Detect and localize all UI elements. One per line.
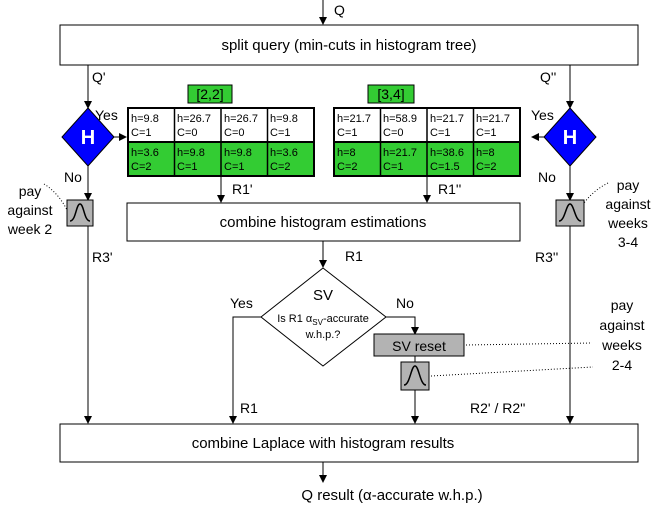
grid2-top-c-3: C=1 xyxy=(430,127,451,139)
grid1-top-c-1: C=1 xyxy=(131,127,152,139)
combine-histogram-label: combine histogram estimations xyxy=(220,214,427,231)
split-query-box xyxy=(59,24,639,66)
combine-laplace-label: combine Laplace with histogram results xyxy=(192,435,455,452)
sv-no-label: No xyxy=(396,295,414,311)
left-diamond-label: H xyxy=(81,127,95,149)
right-laplace-icon xyxy=(558,203,582,222)
grid2-bot-h-3: h=38.6 xyxy=(430,147,464,159)
sv-pay-line-4: 2-4 xyxy=(612,357,632,373)
grid1-top-h-4: h=9.8 xyxy=(270,113,298,125)
input-label: Q xyxy=(334,2,345,18)
grid1-header-badge xyxy=(187,84,233,104)
grid2-result-label: R1'' xyxy=(438,181,461,197)
grid1-bot-h-1: h=3.6 xyxy=(131,147,159,159)
grid1-top-h-2: h=26.7 xyxy=(177,113,211,125)
sv-pay-line-3: weeks xyxy=(601,337,642,353)
sv-reset-label: SV reset xyxy=(392,338,446,354)
sv-laplace-icon xyxy=(403,365,427,386)
grid1-bot-c-2: C=1 xyxy=(177,161,198,173)
grid2-top-c-4: C=1 xyxy=(476,127,497,139)
sv-question-line1: Is R1 αSV-accurate xyxy=(277,313,369,327)
sv-reset-pay-connector xyxy=(465,342,593,346)
grid1-bot-c-4: C=2 xyxy=(270,161,291,173)
left-laplace-icon xyxy=(69,203,91,222)
bottom-r1-label: R1 xyxy=(240,400,258,416)
grid1-result-label: R1' xyxy=(232,181,253,197)
combine-histogram-box xyxy=(126,202,521,242)
sv-laplace-pay-connector xyxy=(430,366,594,377)
left-result-label: R3' xyxy=(92,249,113,265)
right-diamond-label: H xyxy=(563,127,577,149)
right-no-label: No xyxy=(538,169,556,185)
grid2-bot-h-4: h=8 xyxy=(476,147,495,159)
output-label: Q result (α-accurate w.h.p.) xyxy=(301,487,482,504)
left-yes-label: Yes xyxy=(95,107,118,123)
right-result-label: R3'' xyxy=(535,249,558,265)
grid2-bot-c-3: C=1.5 xyxy=(430,161,460,173)
grid2-bot-c-2: C=1 xyxy=(383,161,404,173)
left-pay-line-3: week 2 xyxy=(7,221,53,237)
right-yes-label: Yes xyxy=(531,107,554,123)
sv-yes-path xyxy=(229,316,261,424)
grid2-top-c-2: C=0 xyxy=(383,127,404,139)
right-pay-line-1: pay xyxy=(617,177,640,193)
grid2-top-c-1: C=1 xyxy=(337,127,358,139)
grid1-top-c-2: C=0 xyxy=(177,127,198,139)
grid1-bot-c-1: C=2 xyxy=(131,161,152,173)
grid2-top-h-4: h=21.7 xyxy=(476,113,510,125)
split-query-label: split query (min-cuts in histogram tree) xyxy=(221,37,476,54)
grid2-bot-h-2: h=21.7 xyxy=(383,147,417,159)
right-pay-connector xyxy=(583,182,609,204)
grid2-header-badge xyxy=(367,84,415,104)
sv-no-path xyxy=(386,316,419,335)
grid1-header: [2,2] xyxy=(196,86,223,102)
sv-pay-line-2: against xyxy=(599,317,644,333)
grid2-top-h-1: h=21.7 xyxy=(337,113,371,125)
left-pay-line-2: against xyxy=(7,202,52,218)
grid1-bot-h-2: h=9.8 xyxy=(177,147,205,159)
sv-title: SV xyxy=(313,287,333,304)
right-query-label: Q'' xyxy=(540,69,556,85)
sv-pay-line-1: pay xyxy=(611,297,634,313)
left-no-label: No xyxy=(64,169,82,185)
grid2-bot-c-4: C=2 xyxy=(476,161,497,173)
grid1-top-c-4: C=1 xyxy=(270,127,291,139)
grid1-top-h-1: h=9.8 xyxy=(131,113,159,125)
grid1-top-h-3: h=26.7 xyxy=(224,113,258,125)
right-pay-line-2: against xyxy=(605,196,650,212)
grid1-bot-c-3: C=1 xyxy=(224,161,245,173)
grid1-bot-h-3: h=9.8 xyxy=(224,147,252,159)
left-pay-line-1: pay xyxy=(19,183,42,199)
sv-decision-diamond xyxy=(260,267,387,367)
sv-question-line2: w.h.p.? xyxy=(305,329,341,341)
sv-yes-label: Yes xyxy=(230,295,253,311)
sv-reset-box xyxy=(373,333,465,357)
grid2-bot-c-1: C=2 xyxy=(337,161,358,173)
grid2-cells xyxy=(333,107,521,177)
left-query-label: Q' xyxy=(92,69,106,85)
grid2-bot-h-1: h=8 xyxy=(337,147,356,159)
right-pay-line-4: 3-4 xyxy=(618,234,638,250)
combine-histogram-out-label: R1 xyxy=(345,248,363,264)
grid2-header: [3,4] xyxy=(377,86,404,102)
grid2-top-h-3: h=21.7 xyxy=(430,113,464,125)
grid1-bot-h-4: h=3.6 xyxy=(270,147,298,159)
right-pay-line-3: weeks xyxy=(607,215,648,231)
combine-laplace-box xyxy=(59,423,639,463)
bottom-r2-label: R2' / R2'' xyxy=(470,400,525,416)
grid1-top-c-3: C=0 xyxy=(224,127,245,139)
grid2-top-h-2: h=58.9 xyxy=(383,113,417,125)
